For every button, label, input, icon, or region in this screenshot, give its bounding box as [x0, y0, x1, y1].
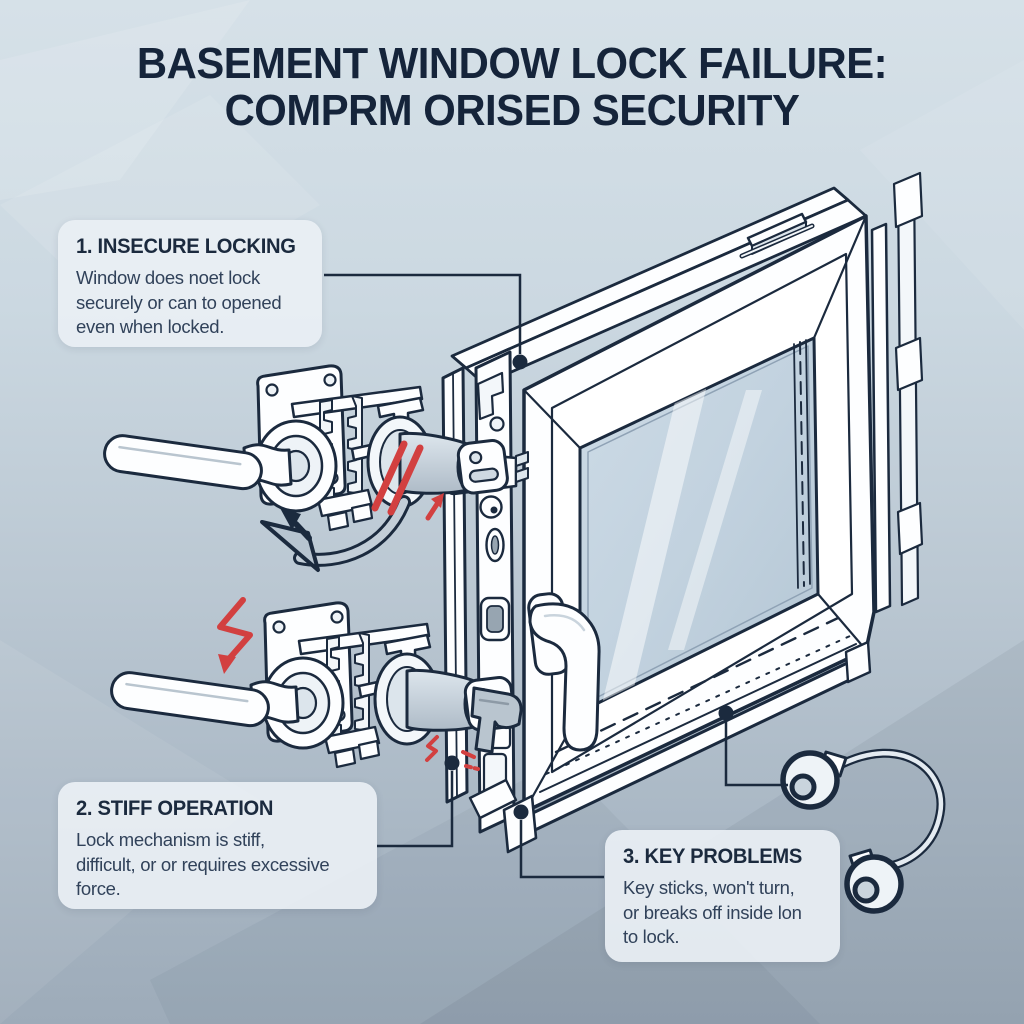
- red-slash-icon: [371, 440, 424, 516]
- red-arrow-icon: [425, 493, 444, 521]
- callout-body: Window does noet lock securely or can to…: [76, 267, 282, 337]
- connector-dot-4: [718, 705, 734, 721]
- callout-heading: 1. INSECURE LOCKING: [76, 235, 296, 258]
- callout-key-problems: 3. KEY PROBLEMS Key sticks, won't turn, …: [605, 830, 840, 962]
- back-frame-strips: [870, 171, 924, 614]
- keyhole-icon: [479, 495, 503, 519]
- page-title: BASEMENT WINDOW LOCK FAILURE: COMPRM ORI…: [26, 40, 999, 134]
- callout-heading: 2. STIFF OPERATION: [76, 797, 274, 820]
- fixed-frame-board: [441, 366, 469, 804]
- connector-dot-1: [512, 354, 528, 370]
- connector-line-2: [377, 771, 454, 848]
- callout-insecure-locking: 1. INSECURE LOCKING Window does noet loc…: [58, 220, 322, 347]
- page-title-line-2: COMPRM ORISED SECURITY: [224, 86, 800, 136]
- force-arrow-icon: [280, 508, 312, 541]
- connector-line-4: [724, 721, 788, 787]
- keyring-icon: [780, 748, 946, 914]
- lock-mechanism-bottom-icon: [107, 597, 523, 771]
- connector-line-1: [324, 273, 522, 354]
- page-title-line-1: BASEMENT WINDOW LOCK FAILURE:: [136, 39, 888, 88]
- connector-line-3: [519, 820, 604, 879]
- seal-channel-lines: [539, 339, 857, 793]
- key-head-2: [844, 848, 904, 914]
- connector-dot-3: [513, 804, 529, 820]
- glass-reflection: [602, 348, 762, 704]
- window-glass: [539, 336, 857, 793]
- callout-connectors: [324, 273, 788, 879]
- crack-icon: [425, 735, 480, 771]
- window-illustration: [441, 171, 924, 854]
- callout-body: Key sticks, won't turn, or breaks off in…: [623, 877, 802, 947]
- key-icon: [470, 686, 523, 754]
- callout-stiff-operation: 2. STIFF OPERATION Lock mechanism is sti…: [58, 782, 377, 909]
- key-head-1: [780, 750, 848, 810]
- callout-heading: 3. KEY PROBLEMS: [623, 845, 803, 868]
- callout-body: Lock mechanism is stiff, difficult, or o…: [76, 829, 330, 899]
- connector-dot-2: [444, 755, 460, 771]
- lock-mechanism-top-icon: [100, 364, 511, 572]
- stress-zigzag-icon: [217, 597, 253, 674]
- window-top-rails: [450, 186, 868, 386]
- window-handle-icon: [527, 592, 601, 752]
